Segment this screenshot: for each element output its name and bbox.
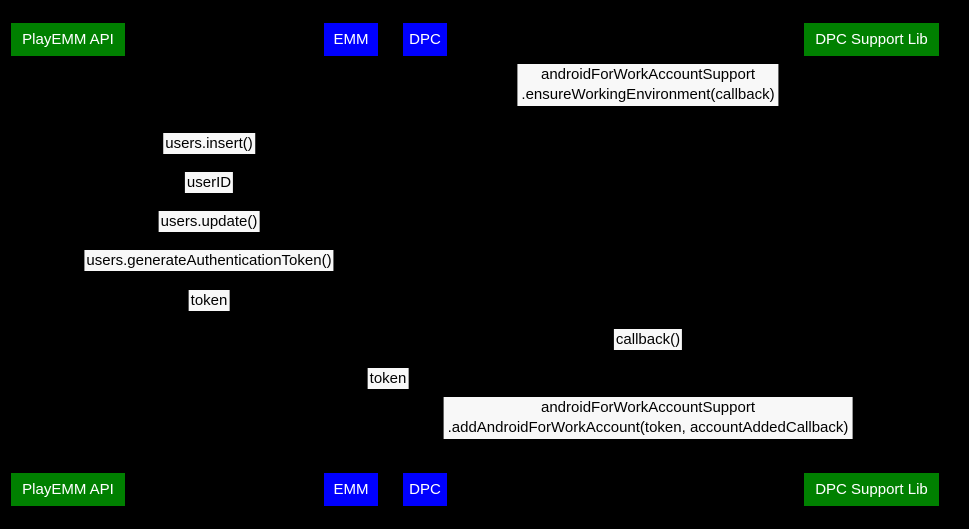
participant-label: EMM <box>333 31 369 48</box>
message-line-1: androidForWorkAccountSupport <box>541 399 755 416</box>
message-line-1: androidForWorkAccountSupport <box>540 66 755 83</box>
participant-playemm-api-header[interactable]: PlayEMM API <box>11 23 125 56</box>
message-line-1: callback() <box>615 331 681 348</box>
message-label-token-to-dpc: token <box>367 368 409 389</box>
message-label-users-insert: users.insert() <box>163 133 255 154</box>
participant-label: PlayEMM API <box>22 31 114 48</box>
message-label-token-to-emm: token <box>188 290 230 311</box>
message-label-add-android-for-work-account: androidForWorkAccountSupport .addAndroidF… <box>443 397 853 439</box>
participant-dpc-support-lib-header[interactable]: DPC Support Lib <box>804 23 939 56</box>
message-line-2: .ensureWorkingEnvironment(callback) <box>521 86 775 103</box>
participant-label: DPC <box>409 481 441 498</box>
message-label-callback: callback() <box>613 329 683 350</box>
message-line-1: userID <box>186 174 232 191</box>
participant-playemm-api-footer[interactable]: PlayEMM API <box>11 473 125 506</box>
participant-label: DPC Support Lib <box>815 481 928 498</box>
message-label-user-id: userID <box>184 172 234 193</box>
message-line-1: users.generateAuthenticationToken() <box>86 252 332 269</box>
participant-label: EMM <box>333 481 369 498</box>
participant-emm-header[interactable]: EMM <box>324 23 378 56</box>
message-line-1: users.update() <box>160 213 258 230</box>
message-line-1: users.insert() <box>165 135 253 152</box>
message-line-1: token <box>369 370 407 387</box>
participant-label: DPC <box>409 31 441 48</box>
participant-dpc-footer[interactable]: DPC <box>403 473 447 506</box>
message-line-1: token <box>190 292 228 309</box>
message-label-generate-authentication-token: users.generateAuthenticationToken() <box>84 250 334 271</box>
participant-label: DPC Support Lib <box>815 31 928 48</box>
message-line-2: .addAndroidForWorkAccount(token, account… <box>447 419 849 436</box>
participant-emm-footer[interactable]: EMM <box>324 473 378 506</box>
participant-dpc-support-lib-footer[interactable]: DPC Support Lib <box>804 473 939 506</box>
participant-dpc-header[interactable]: DPC <box>403 23 447 56</box>
participant-label: PlayEMM API <box>22 481 114 498</box>
message-label-users-update: users.update() <box>158 211 260 232</box>
message-label-ensure-working-environment: androidForWorkAccountSupport .ensureWorki… <box>517 64 779 106</box>
